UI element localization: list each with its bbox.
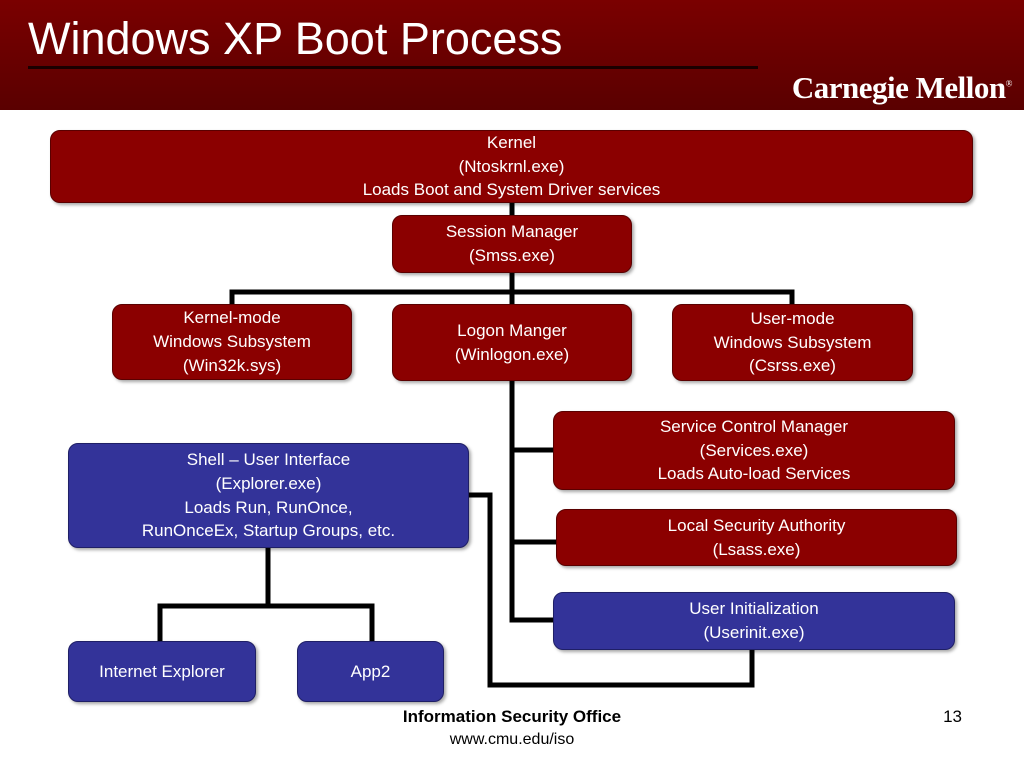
local-security-authority-node: Local Security Authority (Lsass.exe) (556, 509, 957, 566)
user-initialization-node: User Initialization (Userinit.exe) (553, 592, 955, 650)
page-number: 13 (943, 707, 962, 726)
footer-url: www.cmu.edu/iso (449, 731, 575, 748)
internet-explorer-node: Internet Explorer (68, 641, 256, 702)
service-control-manager-node: Service Control Manager (Services.exe) L… (553, 411, 955, 490)
user-mode-subsystem-node: User-mode Windows Subsystem (Csrss.exe) (672, 304, 913, 381)
footer-office: Information Security Office (402, 707, 622, 726)
carnegie-mellon-logo: Carnegie Mellon® (791, 70, 1013, 106)
registered-mark: ® (1005, 78, 1013, 89)
app2-node: App2 (297, 641, 444, 702)
logo-text: Carnegie Mellon (791, 70, 1006, 105)
kernel-node: Kernel (Ntoskrnl.exe) Loads Boot and Sys… (50, 130, 973, 203)
logon-manager-node: Logon Manger (Winlogon.exe) (392, 304, 632, 381)
kernel-mode-subsystem-node: Kernel-mode Windows Subsystem (Win32k.sy… (112, 304, 352, 380)
slide-title: Windows XP Boot Process (28, 13, 563, 64)
connector-shell-loop (465, 492, 755, 688)
shell-node: Shell – User Interface (Explorer.exe) Lo… (68, 443, 469, 548)
title-underline (28, 66, 758, 69)
slide-header: Windows XP Boot Process Carnegie Mellon® (0, 0, 1024, 110)
session-manager-node: Session Manager (Smss.exe) (392, 215, 632, 273)
